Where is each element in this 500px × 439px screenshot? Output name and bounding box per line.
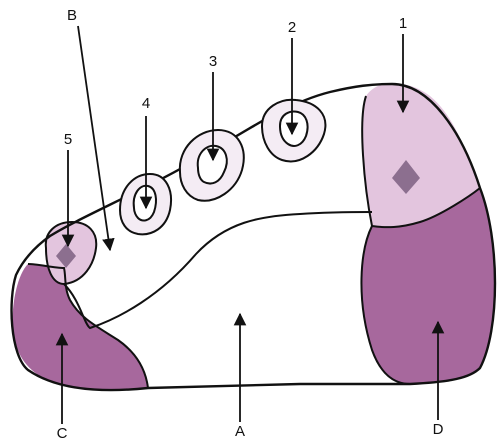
label-d: D (433, 421, 444, 438)
label-4: 4 (142, 95, 150, 112)
label-3: 3 (209, 53, 217, 70)
label-1: 1 (399, 15, 407, 32)
label-b: B (67, 7, 77, 24)
label-5: 5 (64, 131, 72, 148)
label-2: 2 (288, 19, 296, 36)
label-a: A (235, 423, 245, 439)
label-c: C (57, 425, 68, 439)
